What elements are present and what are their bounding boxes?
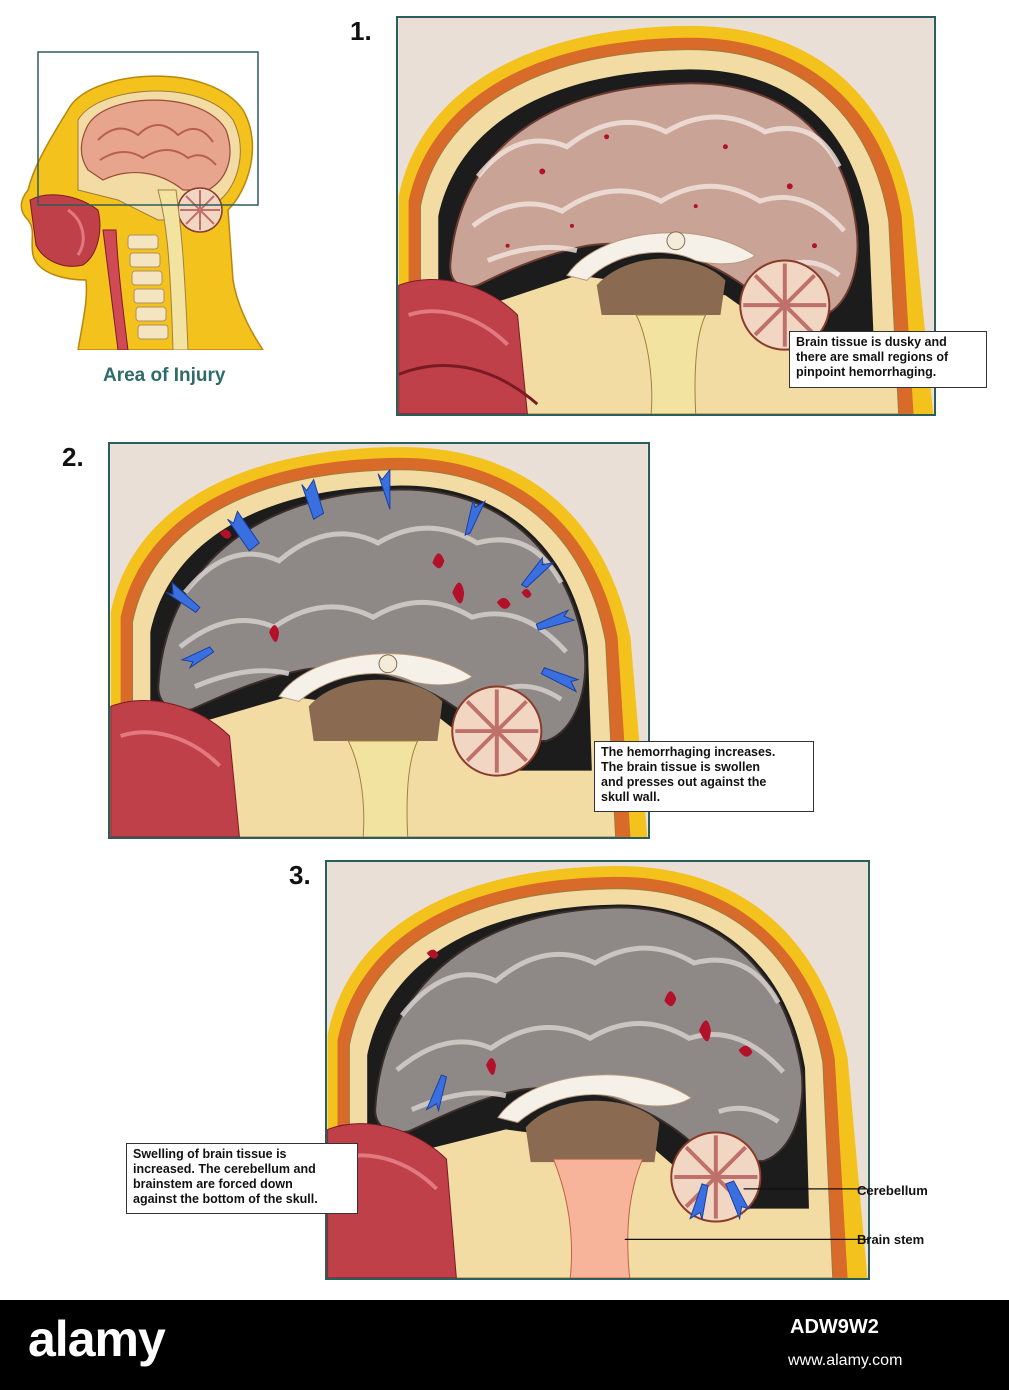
step-2-panel [108, 442, 650, 839]
step-3-panel [325, 860, 870, 1280]
step-2-callout: The hemorrhaging increases. The brain ti… [594, 741, 814, 812]
step-3-brain-svg [327, 862, 868, 1278]
sinus-muscle [327, 1123, 457, 1278]
overview-head-illustration [8, 50, 268, 351]
corpus-callosum [497, 1074, 692, 1124]
brainstem [347, 740, 419, 837]
hemorrhages [219, 529, 532, 642]
sinus-muscle [110, 700, 240, 837]
step-1-number: 1. [350, 16, 372, 46]
brain-shape [80, 99, 231, 191]
brain-stem-label: Brain stem [857, 1232, 925, 1247]
corpus-callosum [566, 232, 756, 281]
footer-bar [0, 1300, 1009, 1390]
overview-head-svg [20, 51, 265, 351]
thalamus [525, 1100, 660, 1163]
cerebellum-label: Cerebellum [857, 1183, 928, 1198]
brainstem-compressed [552, 1158, 644, 1278]
area-highlight-box [37, 51, 259, 206]
step-1-brain-svg [398, 18, 934, 414]
footer-brand-logo: alamy [28, 1311, 166, 1367]
step-2-number: 2. [62, 442, 84, 472]
step-3-callout: Swelling of brain tissue is increased. T… [126, 1143, 358, 1214]
footer-url: www.alamy.com [788, 1352, 903, 1369]
pressure-arrows [425, 1074, 750, 1221]
step-3-number: 3. [289, 860, 311, 890]
thalamus [308, 679, 443, 741]
footer-image-id: ADW9W2 [790, 1316, 879, 1338]
thalamus [596, 258, 726, 315]
area-of-injury-label: Area of Injury [103, 365, 226, 386]
step-1-callout: Brain tissue is dusky and there are smal… [789, 331, 987, 388]
vertebrae [127, 234, 169, 340]
brainstem [635, 314, 707, 414]
pressure-arrows [165, 468, 580, 693]
pinpoint-hemorrhages [505, 134, 817, 249]
hemorrhages [426, 949, 753, 1075]
step-2-brain-svg [110, 444, 648, 837]
corpus-callosum [278, 653, 473, 702]
brain-swollen [374, 906, 804, 1163]
step-1-panel [396, 16, 936, 416]
